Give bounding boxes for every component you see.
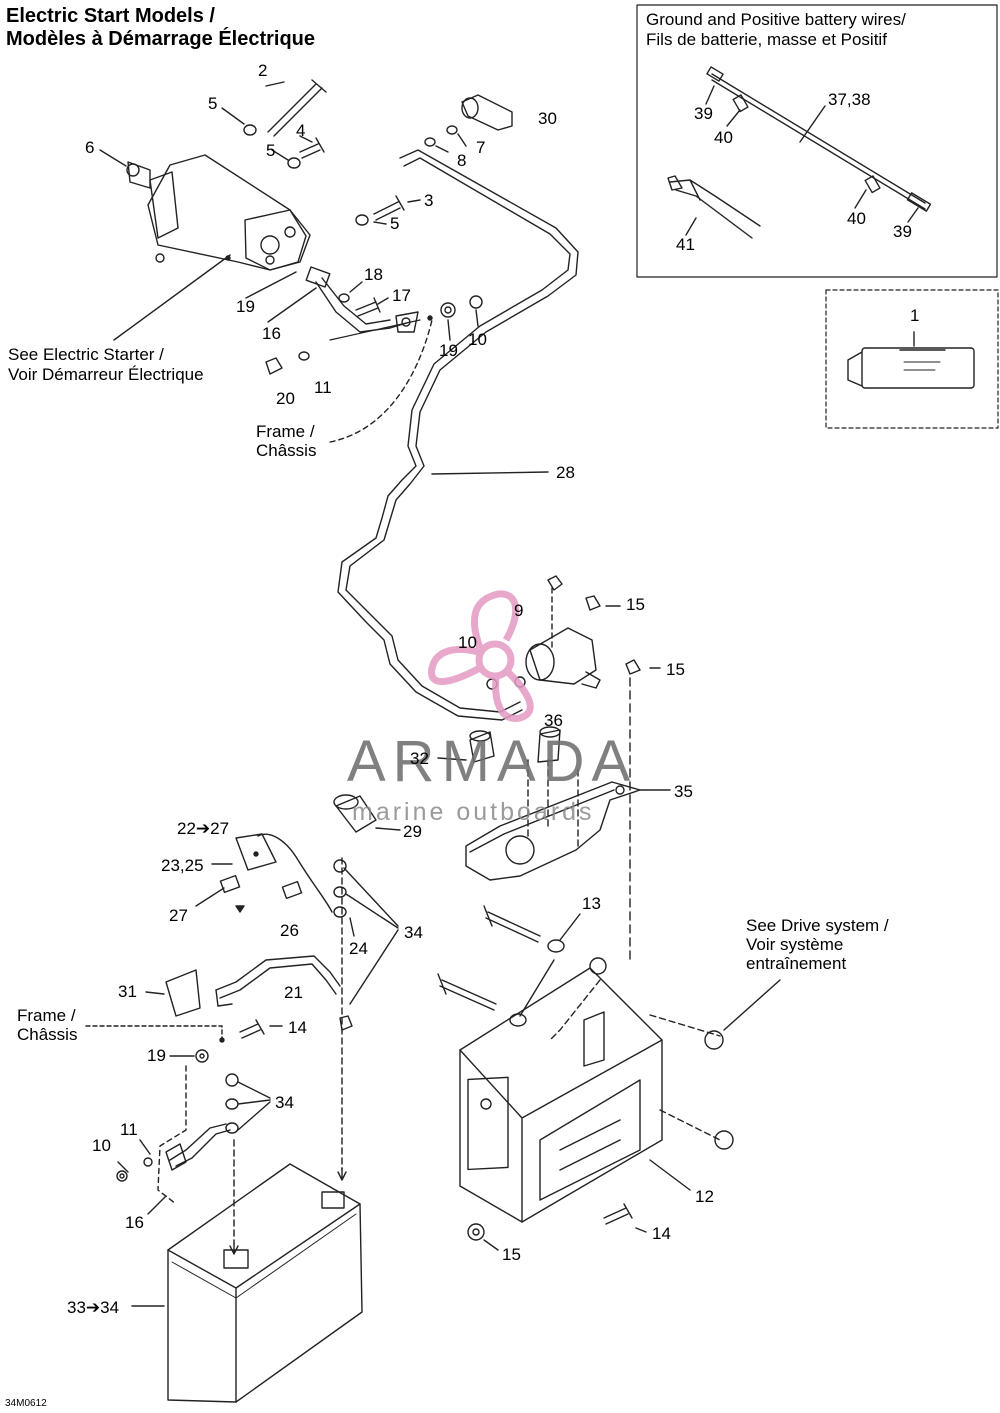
grease-inset-frame (825, 289, 999, 429)
callout-label: 40 (714, 128, 733, 147)
note-frame-top-en: Frame / (256, 422, 315, 441)
callout-label: 34 (404, 923, 423, 942)
callout-label: 26 (280, 921, 299, 940)
callout-label: 36 (544, 711, 563, 730)
terminal-boot-29 (335, 795, 377, 833)
callout-label: 41 (676, 235, 695, 254)
note-starter-fr: Voir Démarreur Électrique (8, 365, 204, 384)
terminal-boot-31 (165, 969, 201, 1017)
bolt-2 (267, 79, 327, 137)
callout-label: 19 (147, 1046, 166, 1065)
battery-bracket-35 (465, 781, 641, 881)
callout-label: 40 (847, 209, 866, 228)
callout-label: 11 (314, 378, 332, 397)
callout-label: 17 (392, 286, 411, 305)
crimp-pliers (667, 175, 761, 239)
callout-label: 32 (410, 749, 429, 768)
callout-label: 24 (349, 939, 368, 958)
note-drive-3: entraînement (746, 954, 847, 973)
bolt-4 (299, 137, 325, 159)
callout-label: 2 (258, 61, 268, 80)
callout-label: 33➔34 (67, 1298, 120, 1317)
page-title-fr: Modèles à Démarrage Électrique (6, 28, 316, 50)
callout-label: 14 (652, 1224, 671, 1243)
note-frame-left-en: Frame / (17, 1006, 76, 1025)
wire-terminal-left (706, 66, 724, 82)
callout-label: 3 (424, 191, 434, 210)
callout-label: 8 (457, 151, 467, 170)
terminal-boot-36 (537, 729, 561, 763)
callout-label: 10 (92, 1136, 111, 1155)
callout-label: 21 (284, 983, 303, 1002)
negative-cable-21 (215, 955, 341, 991)
note-frame-top-fr: Châssis (256, 441, 317, 460)
callout-label: 11 (120, 1120, 138, 1139)
bolt-3 (373, 195, 405, 221)
callout-label: 23,25 (161, 856, 204, 875)
callout-label: 29 (403, 822, 422, 841)
callout-label: 1 (910, 306, 920, 325)
bolt-13 (483, 905, 541, 943)
callout-label: 5 (266, 141, 276, 160)
callout-label: 18 (364, 265, 383, 284)
callout-label: 12 (695, 1187, 714, 1206)
callout-label: 37,38 (828, 90, 871, 109)
callout-label: 19 (439, 341, 458, 360)
callout-label: 9 (514, 601, 524, 620)
note-starter-en: See Electric Starter / (8, 345, 164, 364)
note-frame-left-fr: Châssis (17, 1025, 78, 1044)
callout-label: 13 (582, 894, 601, 913)
callout-label: 4 (296, 121, 306, 140)
callout-label: 28 (556, 463, 575, 482)
callout-label: 19 (236, 297, 255, 316)
wire-terminal-right (906, 192, 932, 212)
grease-tube (861, 347, 975, 389)
ground-cable-16 (169, 1123, 231, 1167)
fuse-harness (235, 833, 277, 871)
callout-label: 30 (538, 109, 557, 128)
positive-cable-28 (345, 149, 579, 713)
battery-tray-12 (459, 967, 663, 1223)
terminal-boot-30 (461, 94, 513, 131)
watermark-tagline: marine outboards (352, 798, 595, 826)
wires-inset-frame (636, 4, 998, 278)
callout-label: 10 (468, 330, 487, 349)
callout-label: 16 (125, 1213, 144, 1232)
callout-label: 39 (893, 222, 912, 241)
callout-label: 7 (476, 138, 486, 157)
starter-solenoid (529, 627, 597, 685)
callout-label: 39 (694, 104, 713, 123)
callout-label: 22➔27 (177, 819, 230, 838)
watermark-propeller-logo (428, 590, 534, 722)
callout-label: 34 (275, 1093, 294, 1112)
callout-label: 27 (169, 906, 188, 925)
wire-sleeve-right (864, 175, 881, 194)
watermark-brand: ARMADA (347, 729, 638, 794)
callout-label: 15 (666, 660, 685, 679)
callout-label: 35 (674, 782, 693, 801)
callout-label: 31 (118, 982, 137, 1001)
note-drive-2: Voir système (746, 935, 844, 954)
callout-label: 15 (626, 595, 645, 614)
battery-33 (167, 1163, 363, 1403)
drawing-code: 34M0612 (5, 1398, 47, 1409)
page-title-en: Electric Start Models / (6, 5, 215, 27)
battery-wire-cable (711, 73, 926, 204)
callout-label: 16 (262, 324, 281, 343)
note-drive-1: See Drive system / (746, 916, 889, 935)
callout-label: 14 (288, 1018, 307, 1037)
callout-label: 10 (458, 633, 477, 652)
callout-label: 15 (502, 1245, 521, 1264)
terminal-boot-32 (469, 731, 495, 763)
wire-sleeve-left (732, 94, 749, 113)
callout-label: 6 (85, 138, 95, 157)
callout-label: 5 (208, 94, 218, 113)
callout-label: 20 (276, 389, 295, 408)
inset-title-en: Ground and Positive battery wires/ (646, 10, 906, 29)
inset-title-fr: Fils de batterie, masse et Positif (646, 30, 887, 49)
callout-label: 5 (390, 214, 400, 233)
